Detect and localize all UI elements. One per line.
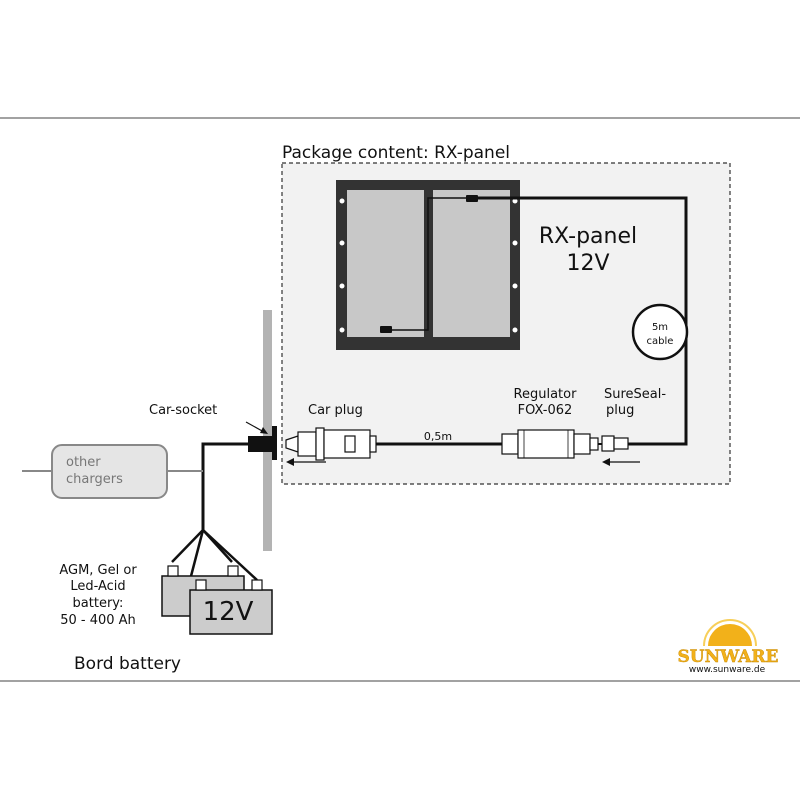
panel-cell-left [347,190,424,337]
sureseal-plug [601,435,629,452]
bord-battery-label: Bord battery [74,654,181,674]
package-title: Package content: RX-panel [282,143,510,163]
car-socket-pointer-head [260,427,268,434]
battery-desc-line4: 50 - 400 Ah [60,613,136,628]
other-chargers-box [51,444,168,499]
panel-junction-box [380,326,392,333]
logo-wordmark: SUNWARE [678,647,779,667]
regulator-fox-062 [501,429,599,459]
battery-voltage: 12V [203,597,254,627]
sunware-logo: SUNWARE [677,619,779,667]
battery-desc-line1: AGM, Gel or [59,563,137,578]
rx-panel [336,180,520,350]
cable-length-callout [631,303,689,361]
panel-voltage: 12V [566,251,609,276]
panel-mount-holes [339,198,518,333]
sureseal-label-line1: SureSeal- [604,387,666,402]
cable-length: 5m [652,322,668,333]
panel-cell-right [433,190,510,337]
car-socket-flange [272,426,277,460]
sureseal-arrow-head [602,458,610,466]
battery-desc-line2: Led-Acid [70,579,125,594]
other-chargers-line1: other [66,455,101,470]
brand-url: www.sunware.de [689,665,766,675]
battery-split-wires [171,529,258,581]
regulator-model: FOX-062 [518,403,573,418]
socket-to-battery-wire [201,442,248,530]
battery-desc-line3: battery: [73,596,124,611]
car-plug-arrow-head [286,458,294,466]
panel-name: RX-panel [539,224,637,249]
car-socket [248,436,276,452]
cable-word: cable [647,336,674,347]
panel-cable-gland [466,195,478,202]
car-plug [285,427,377,461]
panel-internal-wire [385,197,472,331]
car-socket-pointer [245,421,265,433]
sureseal-label-line2: plug [606,403,634,418]
other-chargers-line2: chargers [66,472,123,487]
vehicle-wall [263,310,272,551]
battery-front [189,579,273,635]
short-cable-length: 0,5m [424,430,452,443]
regulator-label: Regulator [514,387,578,402]
car-plug-label: Car plug [308,403,363,418]
car-socket-label: Car-socket [149,403,217,418]
sun-icon [708,624,752,646]
